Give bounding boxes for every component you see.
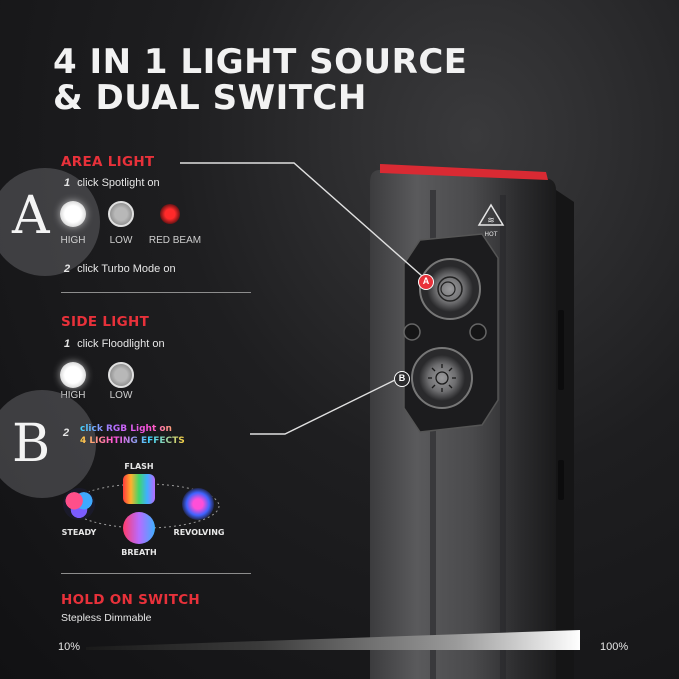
area-light-step2: 2 click Turbo Mode on (64, 263, 176, 275)
steady-icon (63, 488, 95, 520)
badge-a: A (418, 274, 434, 290)
effect-label-revolving: REVOLVING (173, 528, 225, 537)
area-light-title: AREA LIGHT (61, 154, 155, 170)
mode-label-low: LOW (109, 390, 133, 401)
step-text: click Turbo Mode on (77, 263, 176, 275)
step-number: 2 (63, 427, 70, 439)
mode-label-high: HIGH (60, 235, 86, 246)
step-text: click Spotlight on (77, 177, 160, 189)
flashlight-device: ≋ HOT (370, 164, 574, 679)
hot-label: HOT (485, 231, 498, 238)
dimmer-min-label: 10% (58, 641, 81, 653)
spotlight-button[interactable] (427, 266, 473, 312)
area-light-badge-circle (0, 168, 100, 276)
side-light-step1: 1 click Floodlight on (64, 338, 165, 350)
side-light-letter: B (12, 414, 51, 474)
breath-icon (123, 512, 155, 544)
red-led-strip (380, 164, 548, 180)
headline-line1: 4 IN 1 LIGHT SOURCE (53, 42, 468, 82)
revolving-icon (182, 488, 214, 520)
mode-label-red-beam: RED BEAM (148, 235, 202, 246)
low-mode-dot (108, 201, 134, 227)
high-mode-dot (60, 201, 86, 227)
headline-line2: & DUAL SWITCH (53, 78, 367, 118)
low-mode-dot (108, 362, 134, 388)
flash-icon (123, 474, 155, 504)
step-number: 2 (64, 263, 71, 275)
sun-icon (428, 364, 456, 392)
floodlight-button[interactable] (419, 355, 465, 401)
hold-switch-subtitle: Stepless Dimmable (61, 612, 152, 624)
side-light-title: SIDE LIGHT (61, 314, 150, 330)
step-number: 1 (64, 338, 71, 350)
mode-label-low: LOW (109, 235, 133, 246)
effect-label-breath: BREATH (121, 548, 157, 557)
badge-b: B (394, 371, 410, 387)
svg-text:≋: ≋ (487, 216, 495, 226)
rgb-step-line2: 4 LIGHTING EFFECTS (80, 436, 185, 446)
step-number: 1 (64, 177, 71, 189)
hot-warning-icon: ≋ (477, 203, 505, 226)
high-mode-dot (60, 362, 86, 388)
step-text: click Floodlight on (77, 338, 165, 350)
area-light-step1: 1 click Spotlight on (64, 177, 160, 189)
dimmer-max-label: 100% (600, 641, 629, 653)
hold-switch-title: HOLD ON SWITCH (61, 592, 201, 608)
area-light-letter: A (12, 186, 50, 246)
red-beam-dot (160, 204, 180, 224)
section-divider (61, 292, 251, 293)
effect-label-flash: FLASH (124, 462, 154, 471)
rgb-step-text: click RGB Light on 4 LIGHTING EFFECTS (80, 423, 185, 447)
effect-label-steady: STEADY (61, 528, 97, 537)
headline: 4 IN 1 LIGHT SOURCE & DUAL SWITCH (53, 44, 468, 116)
mode-label-high: HIGH (60, 390, 86, 401)
section-divider (61, 573, 251, 574)
rgb-step-line1: click RGB Light on (80, 423, 185, 435)
side-light-badge-circle (0, 390, 96, 498)
